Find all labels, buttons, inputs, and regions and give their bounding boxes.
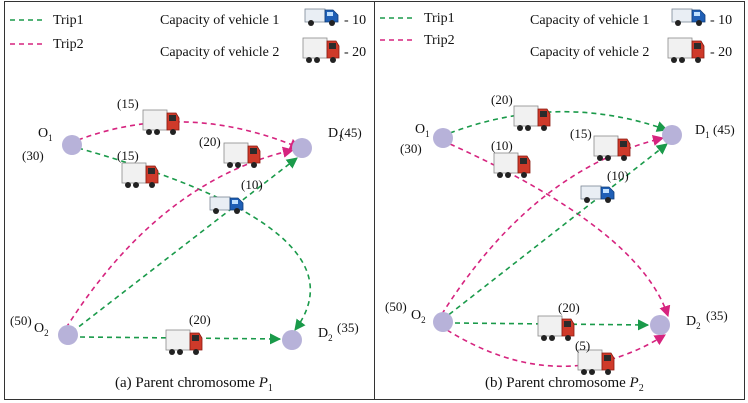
vehicle1-capacity-value: - 10 (344, 13, 366, 28)
node-d2-value: (35) (706, 308, 728, 323)
load-label: (10) (241, 177, 263, 192)
node-o1-label: O1 (415, 122, 430, 139)
load-label: (20) (558, 300, 580, 315)
legend-trip2-label: Trip2 (53, 37, 84, 52)
small-truck-icon (671, 8, 706, 27)
small-truck-icon (580, 185, 615, 204)
node-d1-value: (45) (713, 122, 735, 137)
vehicle2-capacity-label: Capacity of vehicle 2 (160, 45, 279, 60)
legend-trip1-label: Trip1 (53, 13, 84, 28)
caption-b: (b) Parent chromosome P2 (485, 375, 644, 394)
edge-b-o1-d1-trip1 (449, 110, 669, 134)
node-o2 (58, 325, 78, 345)
load-label: (15) (117, 96, 139, 111)
node-o2-value: (50) (385, 299, 407, 314)
node-d1-label: D1 (328, 126, 343, 143)
load-label: (10) (607, 168, 629, 183)
panel-b: Trip1 Trip2 Capacity of vehicle 1 - 10 C… (374, 1, 745, 400)
large-truck-icon (223, 142, 261, 169)
node-o1-value: (30) (400, 141, 422, 156)
node-o1-label: O1 (38, 126, 53, 143)
vehicle2-capacity-value: - 20 (344, 45, 366, 60)
edge-b-o2-d1-trip1 (441, 143, 668, 321)
node-d2-value: (35) (337, 320, 359, 335)
load-label: (10) (491, 138, 513, 153)
vehicle2-capacity-label: Capacity of vehicle 2 (530, 45, 649, 60)
panel-b-border (374, 1, 745, 400)
large-truck-icon (593, 135, 631, 162)
edge-b-o2-d1-trip2 (436, 134, 665, 323)
edges-a (65, 121, 312, 345)
large-truck-icon (667, 37, 705, 64)
load-label: (20) (199, 134, 221, 149)
node-d1-value: (45) (340, 125, 362, 140)
large-truck-icon (165, 329, 203, 356)
node-d2-label: D2 (318, 326, 333, 343)
node-o2-label: O2 (411, 308, 426, 325)
load-label: (20) (189, 312, 211, 327)
node-d1 (292, 138, 312, 158)
panel-a: Trip1 Trip2 Capacity of vehicle 1 - 10 C… (4, 1, 375, 400)
node-o1 (433, 128, 453, 148)
node-o2-value: (50) (10, 313, 32, 328)
node-o1 (62, 135, 82, 155)
large-truck-icon (513, 105, 551, 132)
node-d2-label: D2 (686, 314, 701, 331)
node-d1 (662, 125, 682, 145)
vehicle1-capacity-label: Capacity of vehicle 1 (530, 13, 649, 28)
small-truck-icon (209, 196, 244, 215)
load-label: (20) (491, 92, 513, 107)
legend-trip2-label: Trip2 (424, 33, 455, 48)
vehicle2-capacity-value: - 20 (710, 45, 732, 60)
load-label: (5) (575, 338, 590, 353)
large-truck-icon (493, 152, 531, 179)
legend-a: Trip1 Trip2 Capacity of vehicle 1 - 10 C… (10, 8, 366, 64)
large-truck-icon (121, 162, 159, 189)
large-truck-icon (577, 349, 615, 376)
edge-b-o1-d2-trip2 (449, 143, 671, 318)
legend-trip1-label: Trip1 (424, 11, 455, 26)
node-o2 (433, 312, 453, 332)
vehicle1-capacity-value: - 10 (710, 13, 732, 28)
caption-a: (a) Parent chromosome P1 (115, 375, 273, 394)
node-d1-label: D1 (695, 123, 710, 140)
legend-b: Trip1 Trip2 Capacity of vehicle 1 - 10 C… (380, 8, 732, 64)
node-o2-label: O2 (34, 321, 49, 338)
node-o1-value: (30) (22, 148, 44, 163)
edge-b-o2-d2-trip2 (446, 329, 666, 368)
large-truck-icon (302, 37, 340, 64)
edge-a-o2-d1-trip1 (71, 157, 298, 333)
edge-a-o1-d1-trip2 (77, 121, 302, 150)
vehicle1-capacity-label: Capacity of vehicle 1 (160, 13, 279, 28)
large-truck-icon (142, 109, 180, 136)
load-label: (15) (117, 148, 139, 163)
small-truck-icon (304, 8, 339, 27)
load-label: (15) (570, 126, 592, 141)
node-d2 (650, 315, 670, 335)
node-d2 (282, 330, 302, 350)
large-truck-icon (537, 315, 575, 342)
